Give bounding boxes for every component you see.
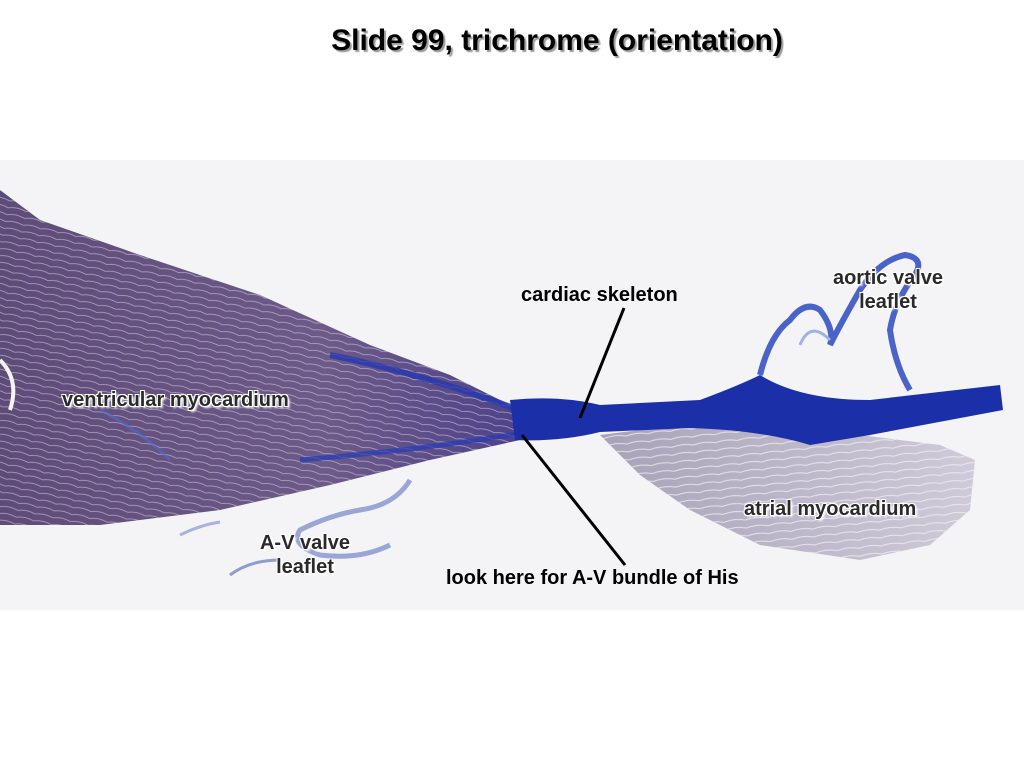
label-atrial-myocardium: atrial myocardium [744,498,917,520]
histology-micrograph [0,160,1024,610]
slide-title: Slide 99, trichrome (orientation) [331,24,783,57]
label-av-valve-leaflet-line2: leaflet [276,556,334,578]
label-bundle-of-his: look here for A-V bundle of His [446,567,739,589]
label-aortic-valve-leaflet-line1: aortic valve [832,267,944,289]
label-aortic-valve-leaflet-line2: leaflet [859,291,917,313]
cardiac-skeleton-tissue [510,375,1003,445]
label-av-valve-leaflet-line1: A-V valve [259,532,351,554]
label-ventricular-myocardium: ventricular myocardium [62,389,289,411]
label-cardiac-skeleton: cardiac skeleton [521,284,678,306]
label-av-valve-leaflet: A-V valve leaflet [240,531,370,579]
av-valve-leaflet-tissue [295,478,413,559]
label-aortic-valve-leaflet: aortic valve leaflet [814,266,962,314]
aortic-valve-leaflet-tissue [757,251,922,392]
